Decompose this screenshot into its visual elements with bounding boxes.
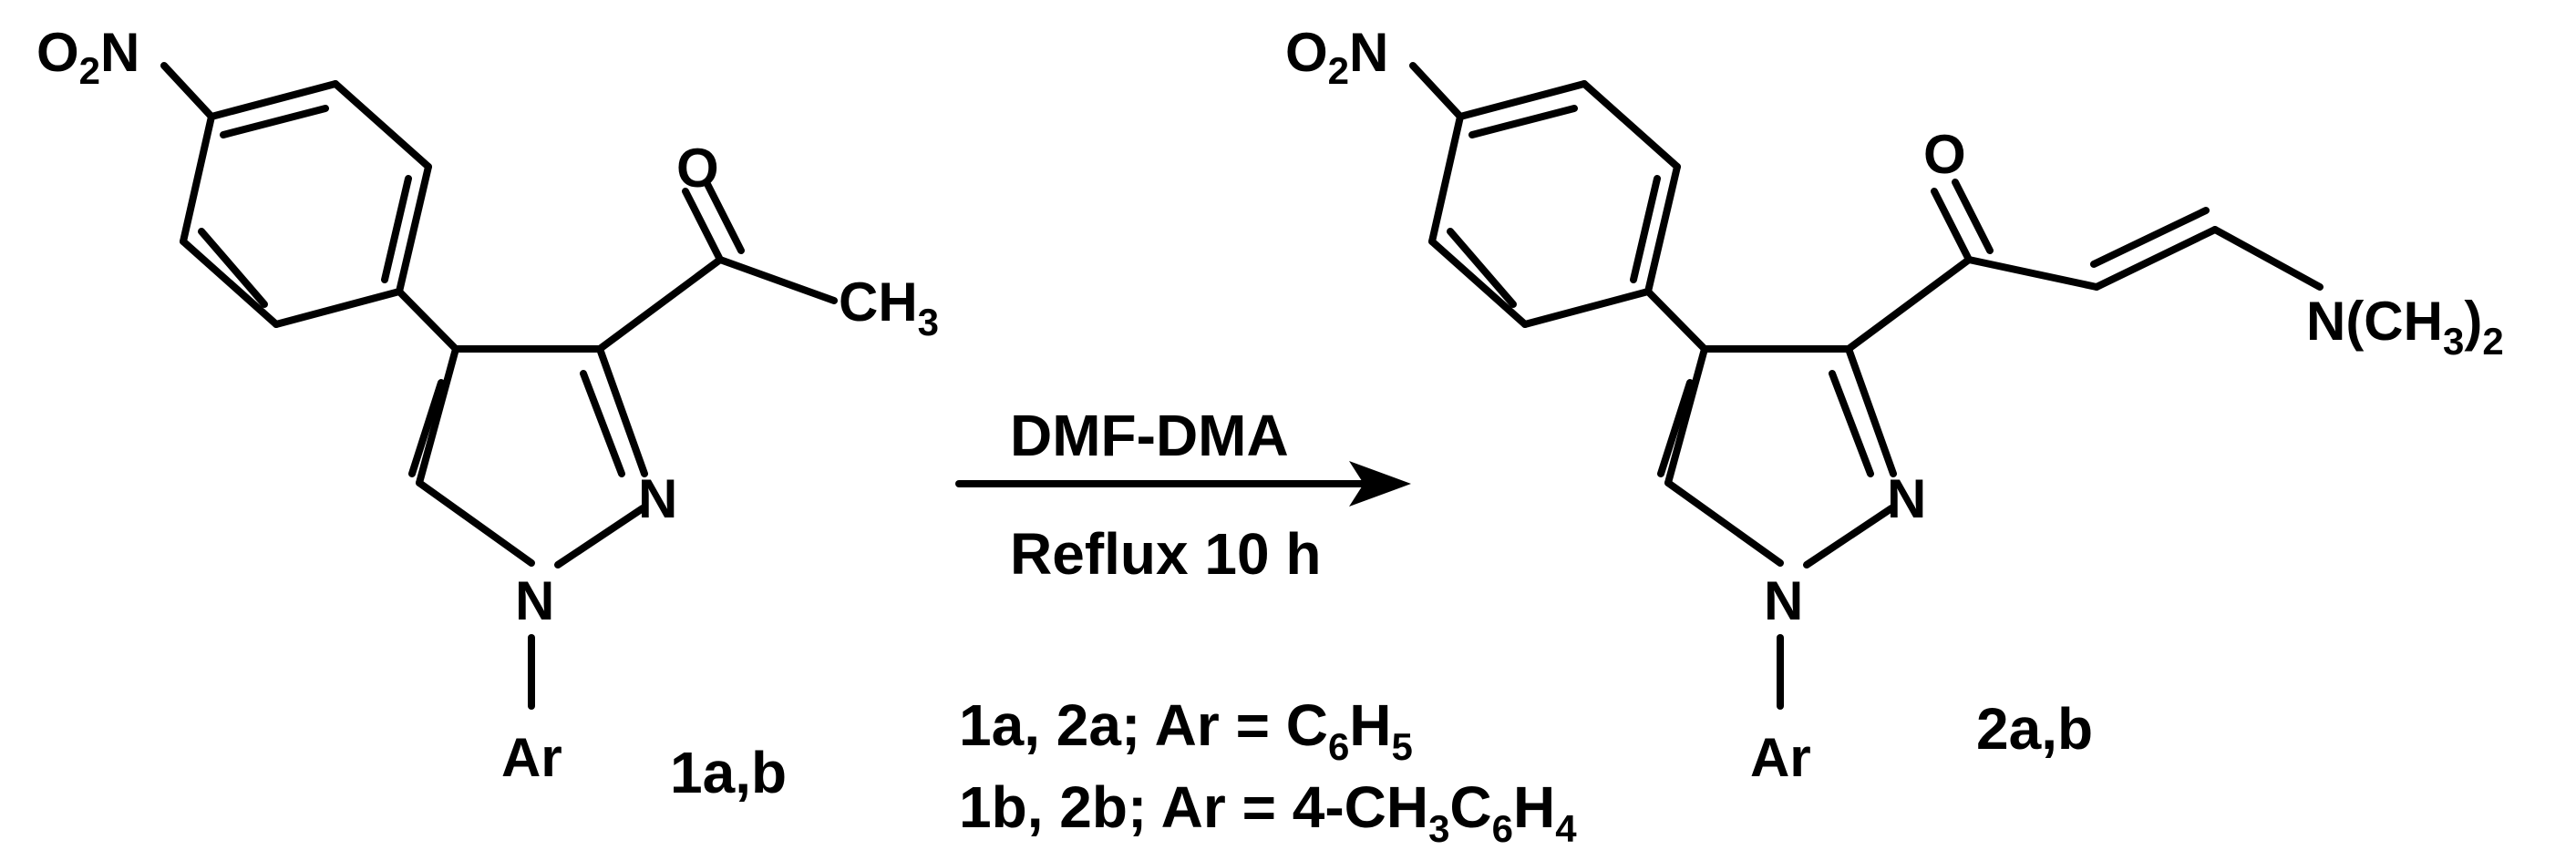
nitro-group: O2N bbox=[1285, 22, 1388, 92]
methyl-group: CH3 bbox=[839, 271, 939, 343]
product-structure: O2N O N(CH3)2 N N Ar bbox=[1285, 22, 2504, 788]
aryl-pyrazole-bond bbox=[1644, 288, 1708, 353]
pyrazole-ring bbox=[408, 345, 648, 568]
methyl-bond bbox=[716, 256, 838, 304]
pyrazole-ring bbox=[1657, 345, 1897, 568]
reagent-label: DMF-DMA bbox=[1010, 403, 1289, 468]
acetyl-bond bbox=[596, 256, 724, 353]
nitro-bond bbox=[160, 62, 215, 120]
carbonyl-bond bbox=[682, 188, 724, 263]
reactant-structure: O2N O CH3 N N Ar bbox=[36, 22, 939, 788]
carbonyl-bond bbox=[1931, 188, 1973, 263]
product-label: 2a,b bbox=[1976, 696, 2093, 762]
legend-line-2: 1b, 2b; Ar = 4-CH3C6H4 bbox=[959, 774, 1577, 850]
aryl-substituent: Ar bbox=[501, 727, 562, 788]
carbonyl-oxygen: O bbox=[676, 138, 719, 199]
pyrazole-n2: N bbox=[638, 468, 677, 529]
pyrazole-n2: N bbox=[1887, 468, 1926, 529]
amine-bond bbox=[2211, 226, 2324, 291]
legend-line-1: 1a, 2a; Ar = C6H5 bbox=[959, 692, 1413, 768]
carbonyl-oxygen: O bbox=[1923, 124, 1966, 185]
vinyl-double-bond bbox=[2093, 226, 2219, 291]
nitro-group: O2N bbox=[36, 22, 139, 92]
pyrazole-n1: N bbox=[515, 570, 554, 631]
conditions-label: Reflux 10 h bbox=[1010, 521, 1321, 587]
reactant-label: 1a,b bbox=[670, 740, 787, 805]
dimethylamino-group: N(CH3)2 bbox=[2306, 291, 2504, 363]
aryl-substituent: Ar bbox=[1750, 727, 1811, 788]
pyrazole-n1: N bbox=[1764, 570, 1803, 631]
enaminone-bond bbox=[1845, 256, 1973, 353]
reaction-arrow bbox=[955, 461, 1411, 507]
benzene-ring bbox=[180, 80, 432, 328]
nitro-bond bbox=[1409, 62, 1464, 120]
benzene-ring bbox=[1428, 80, 1681, 328]
aryl-pyrazole-bond bbox=[396, 288, 459, 353]
